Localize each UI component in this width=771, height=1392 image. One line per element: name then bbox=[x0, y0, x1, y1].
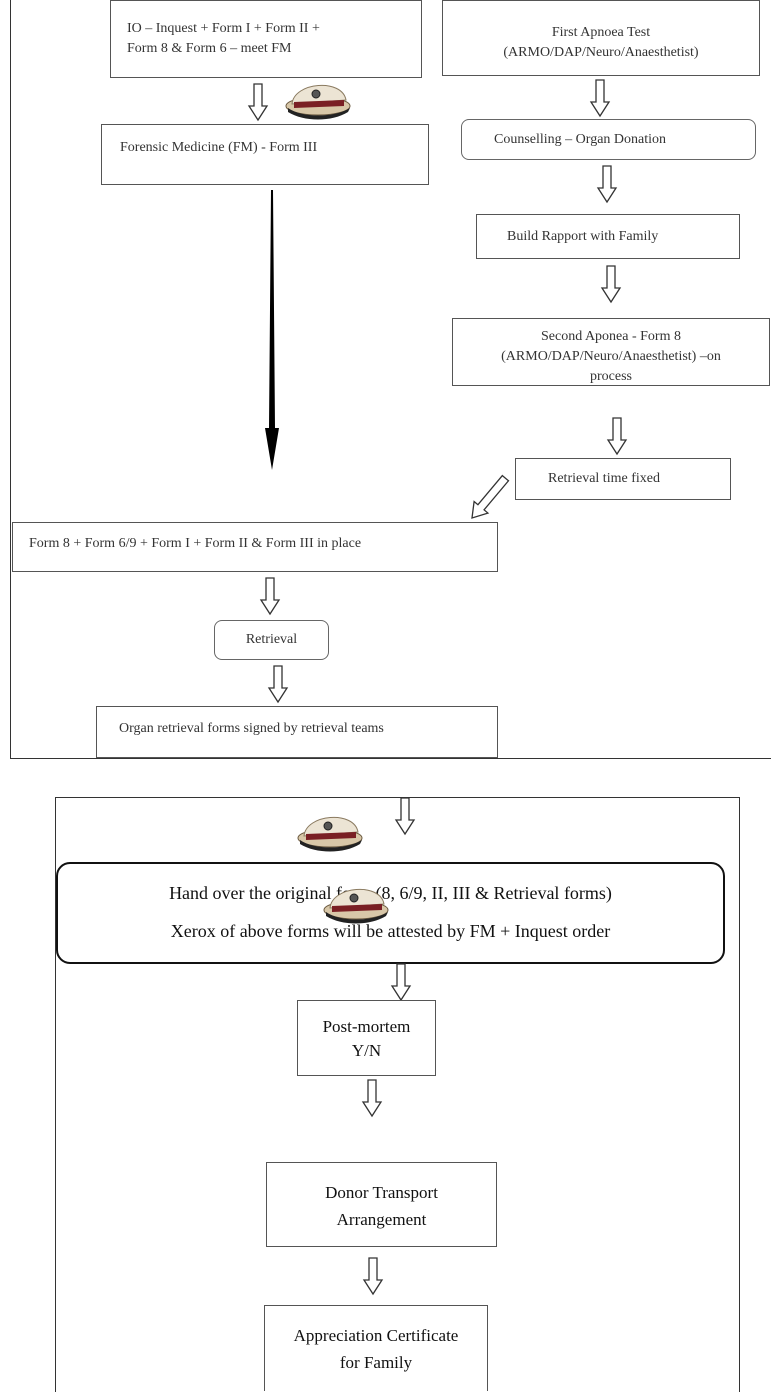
second-aponea-line1: Second Aponea - Form 8 bbox=[541, 329, 681, 344]
counselling-box: Counselling – Organ Donation bbox=[461, 119, 756, 160]
donor-transport-line2: Arrangement bbox=[336, 1210, 427, 1229]
io-inquest-box: IO – Inquest + Form I + Form II + Form 8… bbox=[110, 0, 422, 78]
diagonal-hollow-arrow-icon bbox=[471, 474, 510, 519]
retrieval-box: Retrieval bbox=[214, 620, 329, 660]
post-mortem-final-box: Post-mortem Y/N bbox=[297, 1000, 436, 1076]
hollow-down-arrow-icon bbox=[597, 165, 617, 203]
hollow-down-arrow-icon bbox=[391, 963, 411, 1001]
forms-in-place-box: Form 8 + Form 6/9 + Form I + Form II & F… bbox=[12, 522, 498, 572]
handover-box: Hand over the original form (8, 6/9, II,… bbox=[56, 862, 725, 964]
first-apnoea-line2: (ARMO/DAP/Neuro/Anaesthetist) bbox=[503, 45, 699, 60]
donor-transport-box: Donor Transport Arrangement bbox=[266, 1162, 497, 1247]
handover-line2: Xerox of above forms will be attested by… bbox=[170, 921, 611, 941]
hollow-down-arrow-icon bbox=[362, 1079, 382, 1117]
forensic-medicine-box: Forensic Medicine (FM) - Form III bbox=[101, 124, 429, 185]
organ-retrieval-forms-label: Organ retrieval forms signed by retrieva… bbox=[119, 721, 384, 736]
io-line1: IO – Inquest + Form I + Form II + bbox=[127, 21, 320, 36]
hollow-down-arrow-icon bbox=[363, 1257, 383, 1295]
hollow-down-arrow-icon bbox=[248, 83, 268, 121]
io-line2: Form 8 & Form 6 – meet FM bbox=[127, 41, 292, 56]
hollow-down-arrow-icon bbox=[260, 577, 280, 615]
retrieval-label: Retrieval bbox=[245, 632, 298, 647]
donor-transport-line1: Donor Transport bbox=[325, 1183, 438, 1202]
police-cap-icon bbox=[297, 816, 363, 852]
hollow-down-arrow-icon bbox=[607, 417, 627, 455]
second-aponea-line3: process bbox=[590, 369, 632, 384]
long-down-arrow-icon bbox=[265, 190, 279, 470]
forms-in-place-label: Form 8 + Form 6/9 + Form I + Form II & F… bbox=[29, 536, 362, 551]
organ-retrieval-forms-box: Organ retrieval forms signed by retrieva… bbox=[96, 706, 498, 758]
first-apnoea-line1: First Apnoea Test bbox=[551, 25, 651, 40]
first-apnoea-box: First Apnoea Test (ARMO/DAP/Neuro/Anaest… bbox=[442, 0, 760, 76]
counselling-label: Counselling – Organ Donation bbox=[494, 132, 667, 147]
retrieval-time-box: Retrieval time fixed bbox=[515, 458, 731, 500]
handover-line1: Hand over the original form (8, 6/9, II,… bbox=[169, 883, 612, 903]
hollow-down-arrow-icon bbox=[268, 665, 288, 703]
post-mortem-line2: Y/N bbox=[351, 1041, 382, 1060]
certificate-line1: Appreciation Certificate bbox=[293, 1326, 459, 1345]
retrieval-time-label: Retrieval time fixed bbox=[548, 471, 660, 486]
second-aponea-line2: (ARMO/DAP/Neuro/Anaesthetist) –on bbox=[501, 349, 721, 364]
hollow-down-arrow-icon bbox=[601, 265, 621, 303]
post-mortem-line1: Post-mortem bbox=[322, 1017, 411, 1036]
rapport-box: Build Rapport with Family bbox=[476, 214, 740, 259]
police-cap-icon bbox=[285, 84, 351, 120]
hollow-down-arrow-icon bbox=[395, 797, 415, 835]
rapport-label: Build Rapport with Family bbox=[507, 229, 659, 244]
appreciation-certificate-box: Appreciation Certificate for Family bbox=[264, 1305, 488, 1391]
certificate-line2: for Family bbox=[339, 1353, 413, 1372]
police-cap-icon bbox=[323, 888, 389, 924]
second-aponea-box: Second Aponea - Form 8 (ARMO/DAP/Neuro/A… bbox=[452, 318, 770, 386]
hollow-down-arrow-icon bbox=[590, 79, 610, 117]
forensic-medicine-label: Forensic Medicine (FM) - Form III bbox=[120, 140, 318, 155]
